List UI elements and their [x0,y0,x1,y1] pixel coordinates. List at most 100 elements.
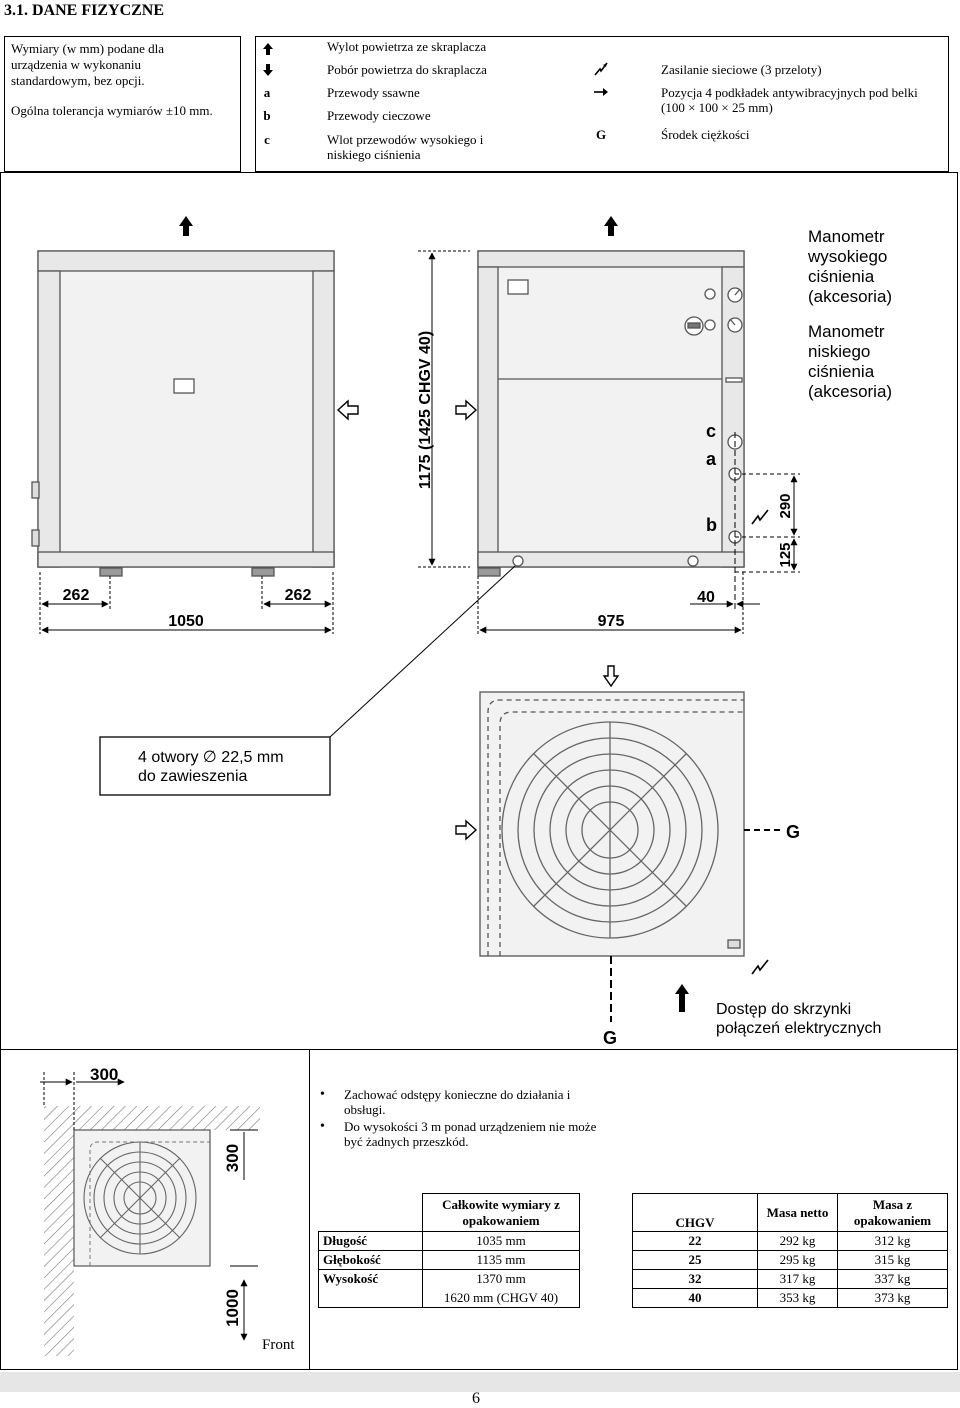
gravity-label-right: G [786,822,800,842]
front-label: Front [262,1337,295,1353]
legend-symbol-b: b [263,108,271,123]
height-dimension [418,250,470,568]
unit-outline [73,1129,211,1267]
mass-header-model: CHGV [632,1193,758,1232]
label-c: c [706,421,716,441]
legend-text-inlet: Pobór powietrza do skraplacza [327,62,487,77]
gauge-high-line4: (akcesoria) [808,287,892,306]
mass-packed: 315 kg [837,1250,948,1270]
clearance-300-side: 300 [223,1144,242,1172]
page-number: 6 [472,1390,480,1407]
fan-grille-icon [501,721,719,939]
top-inlet-arrow-icon [602,665,620,688]
mass-header-packed: Masa z opakowaniem [837,1193,948,1232]
dimensions-table: Całkowite wymiary z opakowaniem Długość … [318,1193,580,1308]
table-row: 25 295 kg 315 kg [632,1250,948,1270]
holes-note-line2: do zawieszenia [138,768,248,785]
front-dimensions [39,572,334,634]
holes-callout-box [99,736,331,796]
mass-model: 32 [632,1269,758,1289]
label-a: a [706,449,717,469]
dim-262-right: 262 [285,587,312,604]
legend-symbol-g: G [595,127,607,142]
gravity-label-bottom: G [603,1028,617,1048]
dim-975: 975 [598,613,625,630]
front-outlet-arrow-icon [179,216,193,236]
dim-1050: 1050 [168,613,204,630]
gauge-low-line4: (akcesoria) [808,382,892,401]
page-title: 3.1. DANE FIZYCZNE [4,2,165,19]
dims-value: 1035 mm [422,1231,580,1251]
table-row: Wysokość 1370 mm [318,1269,580,1289]
dims-value: 1135 mm [422,1250,580,1270]
table-row: Głębokość 1135 mm [318,1250,580,1270]
clearance-diagram: 300 300 1000 [40,1065,260,1356]
side-view [477,250,745,577]
front-inlet-arrow-icon [336,399,359,421]
info-frame [310,1050,958,1370]
note-item: Do wysokości 3 m ponad urządzeniem nie m… [318,1119,608,1149]
access-arrow-icon [675,984,689,1012]
technical-drawing: 262 262 1050 1175 (1425 CHGV 40) [31,216,892,1048]
top-side-inlet-arrow-icon [455,819,478,841]
side-dimensions [477,432,800,634]
gauge-high-line3: ciśnienia [808,267,875,286]
legend-symbol-c: c [264,132,270,147]
lightning-icon [594,62,608,76]
gauge-low-line3: ciśnienia [808,362,875,381]
mass-model: 25 [632,1250,758,1270]
table-row: 32 317 kg 337 kg [632,1269,948,1289]
mass-packed: 373 kg [837,1288,948,1308]
access-note-line2: połączeń elektrycznych [716,1020,881,1037]
mass-header-net: Masa netto [757,1193,838,1232]
mass-net: 353 kg [757,1288,838,1308]
top-power-icon [751,959,769,975]
front-view [31,250,335,577]
legend-text-pads: Pozycja 4 podkładek antywibracyjnych pod… [661,85,918,115]
mass-net: 292 kg [757,1231,838,1251]
dim-height: 1175 (1425 CHGV 40) [417,331,434,489]
side-inlet-arrow-icon [455,399,478,421]
footer-band [0,1372,960,1392]
side-outlet-arrow-icon [604,216,618,236]
arrow-up-icon [263,43,273,55]
empty-cell [319,1194,423,1232]
dims-label: Długość [318,1231,423,1251]
arrow-right-icon [594,88,608,96]
mass-table: CHGV Masa netto Masa z opakowaniem 22 29… [632,1193,948,1308]
legend-box: Wylot powietrza ze skraplacza Pobór powi… [255,36,949,172]
access-note-line1: Dostęp do skrzynki [716,1001,851,1018]
mass-model: 40 [632,1288,758,1308]
legend-text-power: Zasilanie sieciowe (3 przeloty) [661,62,822,77]
dim-125: 125 [777,542,794,567]
table-row: 40 353 kg 373 kg [632,1288,948,1308]
tolerance-text-2: Ogólna tolerancja wymiarów ±10 mm. [11,103,213,118]
gauge-low-line2: niskiego [808,342,870,361]
notes-list: Zachować odstępy konieczne do działania … [318,1087,608,1151]
mass-net: 295 kg [757,1250,838,1270]
holes-note-line1: 4 otwory ∅ 22,5 mm [138,749,284,766]
dims-header: Całkowite wymiary z opakowaniem [422,1193,580,1232]
dims-value: 1370 mm [422,1269,580,1289]
side-power-icon [751,509,769,525]
gravity-axes [610,829,780,1022]
tolerance-text-1: Wymiary (w mm) podane dla urządzenia w w… [11,41,165,88]
gauge-high-line2: wysokiego [807,247,887,266]
small-fan-grille-icon [83,1141,197,1255]
clearance-1000: 1000 [223,1289,242,1327]
top-view [479,691,745,957]
legend-text-suction: Przewody ssawne [327,85,420,100]
dims-value: 1620 mm (CHGV 40) [422,1288,580,1308]
clearance-300-top: 300 [90,1065,118,1084]
table-row: CHGV Masa netto Masa z opakowaniem [632,1193,948,1232]
legend-symbol-a: a [263,85,271,100]
table-row: Całkowite wymiary z opakowaniem [319,1193,580,1232]
legend-text-liquid: Przewody cieczowe [327,108,431,123]
dims-label: Wysokość [318,1269,423,1289]
dims-label: Głębokość [318,1250,423,1270]
legend-text-outlet: Wylot powietrza ze skraplacza [327,39,487,54]
dim-290: 290 [777,493,794,518]
mass-net: 317 kg [757,1269,838,1289]
legend-text-gravity: Środek ciężkości [661,127,750,142]
tolerance-box: Wymiary (w mm) podane dla urządzenia w w… [4,36,241,172]
